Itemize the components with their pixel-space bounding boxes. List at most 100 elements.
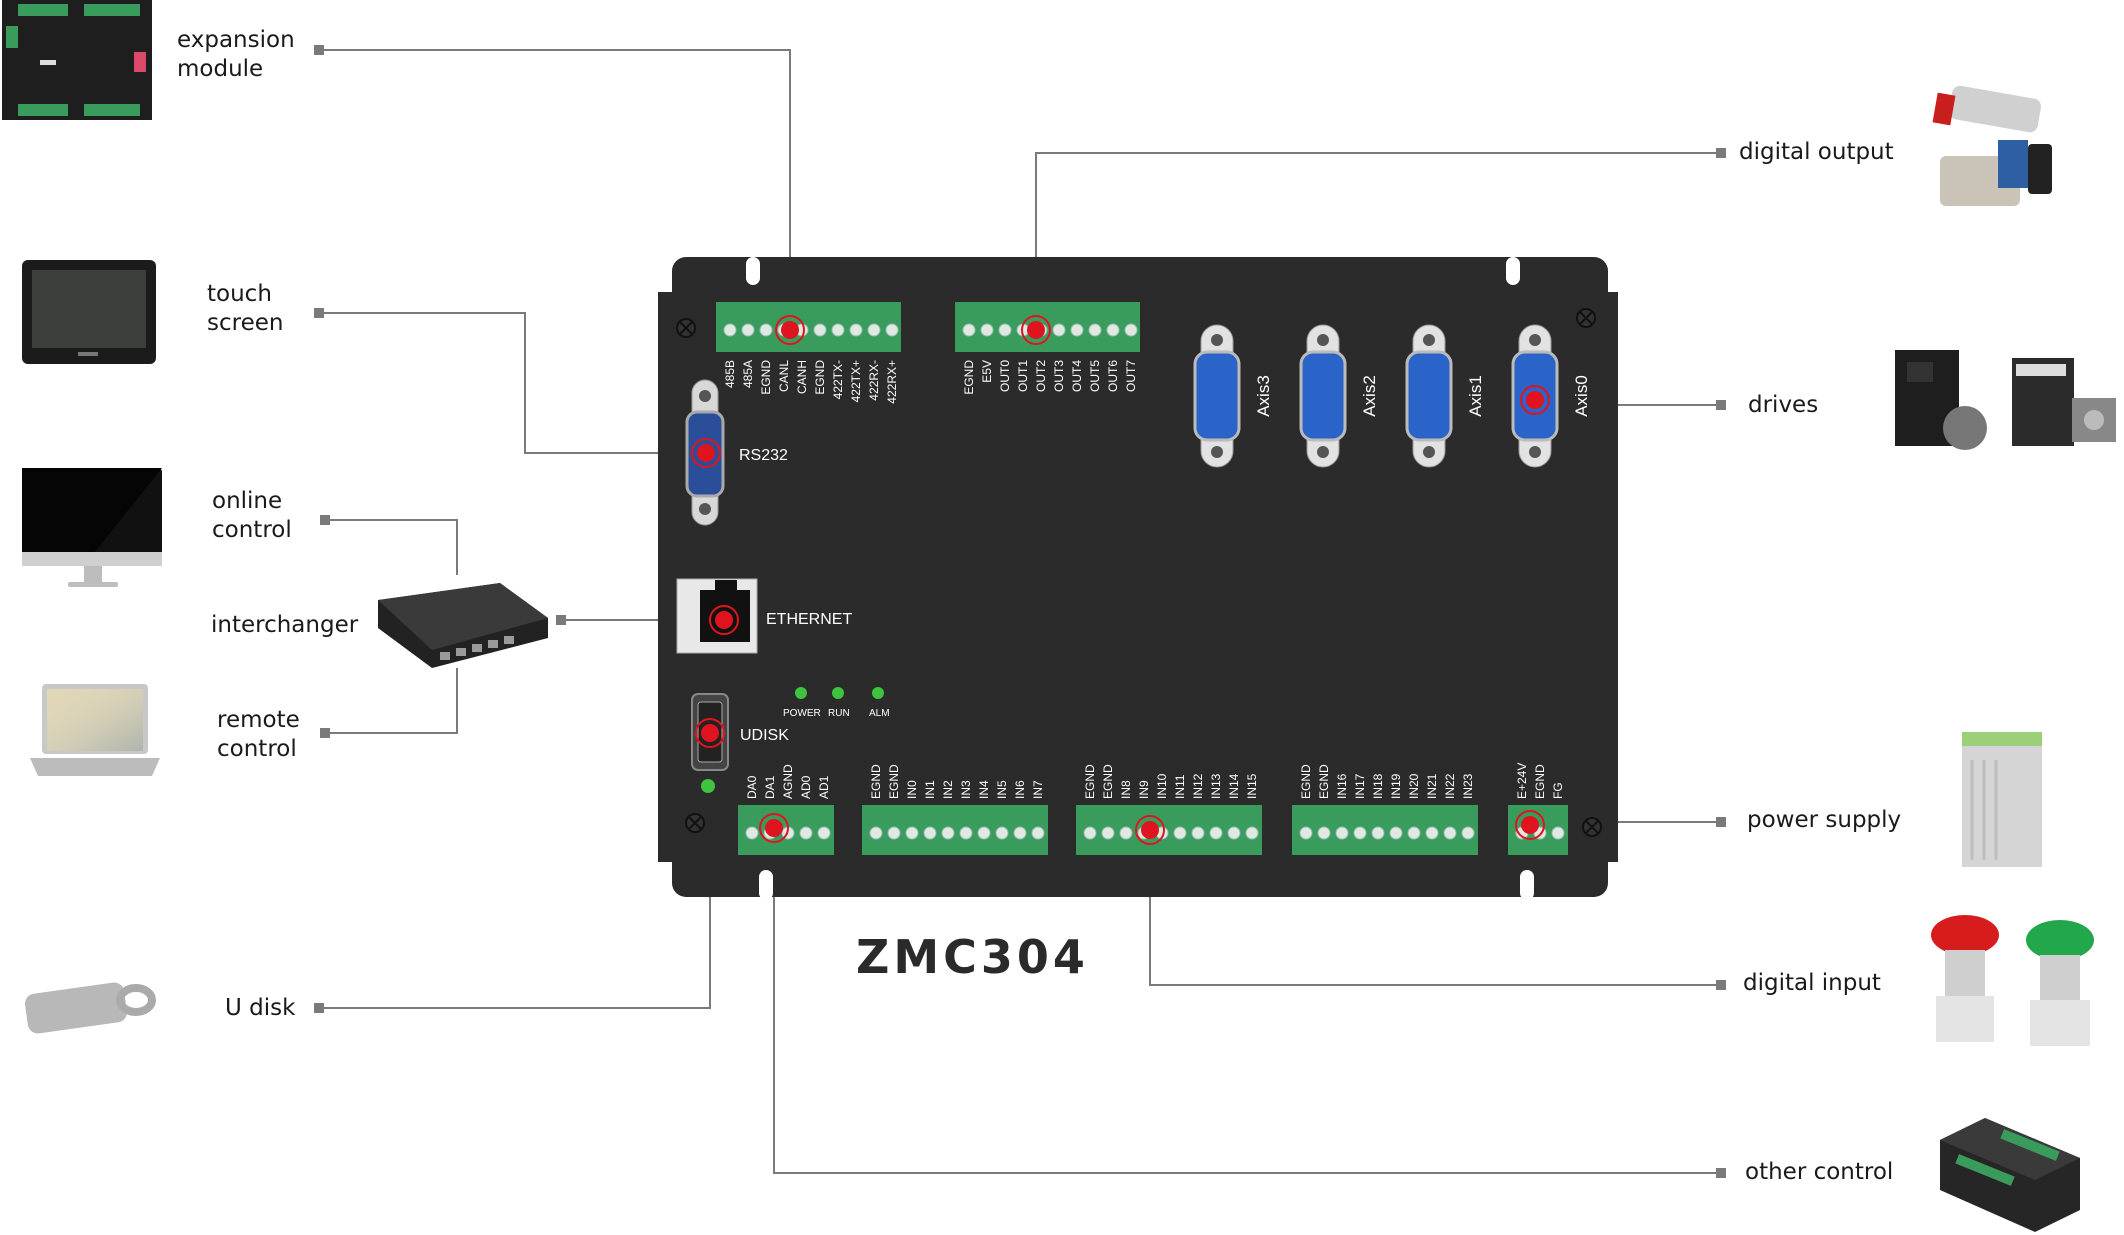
terminal-screw <box>1101 826 1115 840</box>
mounting-notches <box>746 257 1534 900</box>
marker-dot <box>765 819 783 837</box>
terminal-label: IN4 <box>977 780 991 799</box>
terminal-screw <box>998 323 1012 337</box>
terminal-label: IN13 <box>1209 773 1223 799</box>
terminal-screw <box>1335 826 1349 840</box>
terminal-label: IN2 <box>941 780 955 799</box>
terminal-label: IN9 <box>1137 780 1151 799</box>
line-online-control <box>326 519 458 575</box>
terminal-screw <box>849 323 863 337</box>
terminal-label: OUT5 <box>1088 360 1102 392</box>
power-supply-image <box>1962 732 2042 867</box>
terminal-label: E5V <box>980 360 994 383</box>
marker-dot <box>1027 321 1045 339</box>
board-label-udisk: UDISK <box>740 727 789 744</box>
marker-ring <box>775 315 805 345</box>
axis-label: Axis0 <box>1572 375 1591 417</box>
axis-connector-axis3: Axis3 <box>1193 324 1273 468</box>
udisk-led <box>701 779 715 793</box>
touch-screen-label: touch screen <box>207 281 284 336</box>
terminal-label: IN22 <box>1443 773 1457 799</box>
marker-dot <box>701 724 719 742</box>
terminal-screw <box>817 826 831 840</box>
marker-ring <box>1515 810 1545 840</box>
other-control-label: other control <box>1745 1159 1894 1185</box>
terminal-screw <box>1461 826 1475 840</box>
terminal-label: 422RX+ <box>885 360 899 404</box>
terminal-screw <box>1031 826 1045 840</box>
model-title: ZMC304 <box>856 930 1089 984</box>
servo-drive-image <box>1895 350 2116 450</box>
terminal-screw <box>1551 826 1565 840</box>
usb-disk-image <box>24 982 156 1034</box>
monitor-image <box>22 468 162 587</box>
terminal-label: OUT0 <box>998 360 1012 392</box>
terminal-screw <box>1209 826 1223 840</box>
drives-label: drives <box>1748 392 1819 418</box>
terminal-label: IN1 <box>923 780 937 799</box>
board-label-rs232: RS232 <box>739 447 788 464</box>
alm-led <box>872 687 884 699</box>
terminal-label: AD0 <box>799 775 813 799</box>
board-label-led_alm: ALM <box>869 708 890 719</box>
terminal-screw <box>1227 826 1241 840</box>
terminal-label: DA1 <box>763 775 777 799</box>
marker-ring <box>695 718 725 748</box>
terminal-label: IN20 <box>1407 773 1421 799</box>
terminal-screw <box>1191 826 1205 840</box>
marker-dot <box>697 444 715 462</box>
terminal-screw <box>1443 826 1457 840</box>
axis-connector-axis2: Axis2 <box>1299 324 1379 468</box>
marker-ring <box>691 438 721 468</box>
terminal-label: 422TX+ <box>849 360 863 402</box>
terminal-label: DA0 <box>745 775 759 799</box>
terminal-screw <box>831 323 845 337</box>
terminal-label: OUT2 <box>1034 360 1048 392</box>
terminal-label: OUT4 <box>1070 360 1084 392</box>
board-label-led_run: RUN <box>828 708 850 719</box>
terminal-screw <box>813 323 827 337</box>
terminal-label: OUT7 <box>1124 360 1138 392</box>
board-label-ethernet: ETHERNET <box>766 611 852 628</box>
push-buttons-image <box>1931 915 2094 1046</box>
terminal-screw <box>941 826 955 840</box>
terminal-screw <box>1299 826 1313 840</box>
marker-dot <box>1526 391 1544 409</box>
terminal-label: E+24V <box>1515 763 1529 799</box>
terminal-screw <box>1389 826 1403 840</box>
terminal-label: EGND <box>1101 764 1115 799</box>
board-label-led_power: POWER <box>783 708 821 719</box>
power-led <box>795 687 807 699</box>
touch-screen-image <box>22 260 156 364</box>
terminal-label: EGND <box>813 360 827 395</box>
expansion-module-image <box>2 0 152 120</box>
terminal-label: IN12 <box>1191 773 1205 799</box>
marker-ring <box>1021 315 1051 345</box>
terminal-label: EGND <box>869 764 883 799</box>
digital-input-label: digital input <box>1743 970 1881 996</box>
terminal-screw <box>741 323 755 337</box>
terminal-label: EGND <box>962 360 976 395</box>
terminal-screw <box>745 826 759 840</box>
terminal-label: EGND <box>1317 764 1331 799</box>
marker-ring <box>709 605 739 635</box>
terminal-screw <box>1070 323 1084 337</box>
terminal-label: IN14 <box>1227 773 1241 799</box>
marker-ring <box>1135 815 1165 845</box>
switch-image <box>378 583 548 668</box>
terminal-screw <box>723 323 737 337</box>
terminal-label: IN17 <box>1353 773 1367 799</box>
terminal-screw <box>1124 323 1138 337</box>
terminal-label: OUT1 <box>1016 360 1030 392</box>
online-control-label: online control <box>212 488 292 543</box>
terminal-label: OUT6 <box>1106 360 1120 392</box>
terminal-label: 485B <box>723 360 737 388</box>
marker-ring <box>759 813 789 843</box>
terminal-label: IN10 <box>1155 773 1169 799</box>
